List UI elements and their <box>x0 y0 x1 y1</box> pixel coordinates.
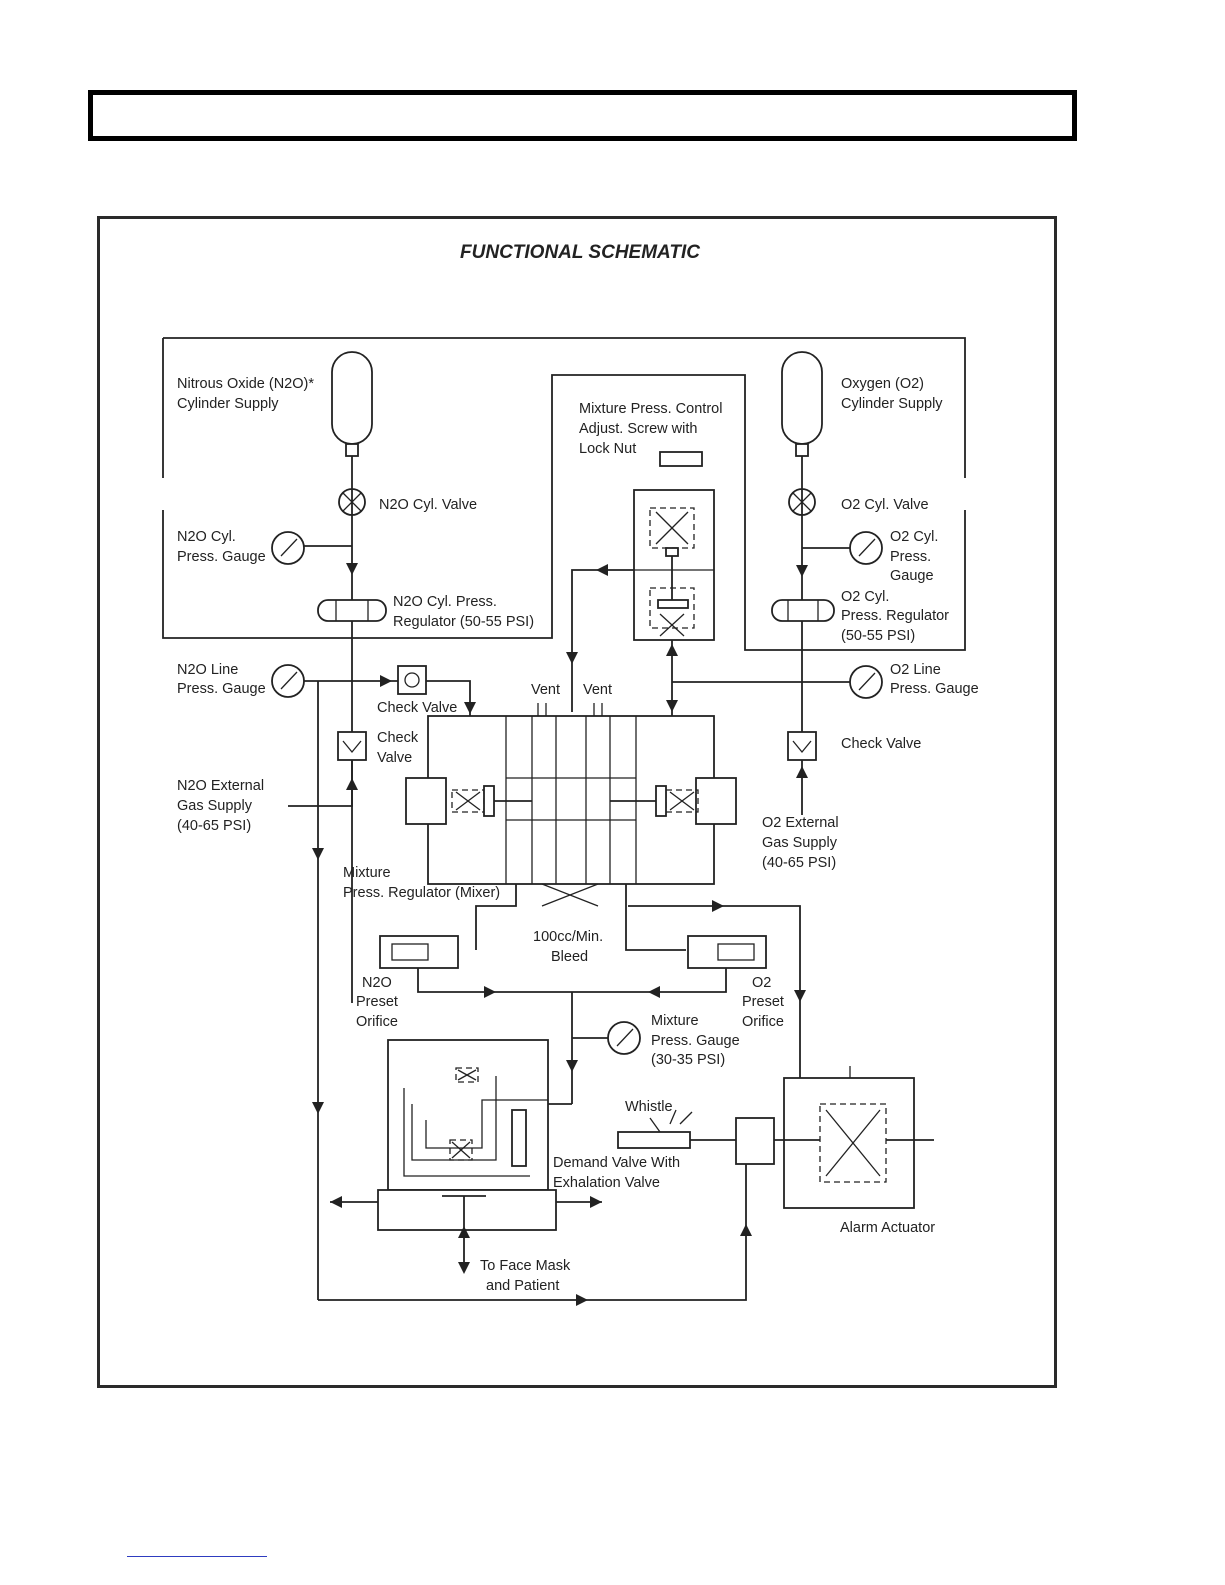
label-demand-valve-2: Exhalation Valve <box>553 1175 660 1191</box>
label-whistle: Whistle <box>625 1099 673 1115</box>
label-vent-right: Vent <box>583 682 612 698</box>
label-n2o-line-gauge-2: Press. Gauge <box>177 681 266 697</box>
label-mixture-gauge: Mixture <box>651 1013 699 1029</box>
n2o-cylinder <box>331 351 373 1003</box>
diagram-labels: Nitrous Oxide (N2O)* Cylinder Supply Oxy… <box>177 376 979 1294</box>
label-o2-regulator-2: Press. Regulator <box>841 608 949 624</box>
label-o2-orifice-3: Orifice <box>742 1014 784 1030</box>
label-mixture-gauge-2: Press. Gauge <box>651 1033 740 1049</box>
label-o2-regulator-3: (50-55 PSI) <box>841 628 915 644</box>
label-alarm-actuator: Alarm Actuator <box>840 1220 935 1236</box>
mixture-control-screw <box>633 451 715 641</box>
n2o-cyl-gauge-icon <box>271 531 305 565</box>
label-mixer-2: Press. Regulator (Mixer) <box>343 885 500 901</box>
label-mixture-control: Mixture Press. Control <box>579 401 722 417</box>
label-o2-cyl-gauge: O2 Cyl. <box>890 529 938 545</box>
label-bleed: 100cc/Min. <box>533 929 603 945</box>
whistle-icon <box>617 1109 693 1149</box>
label-o2-external: O2 External <box>762 815 839 831</box>
label-n2o-cyl-gauge-2: Press. Gauge <box>177 549 266 565</box>
label-mixture-control-2: Adjust. Screw with <box>579 421 697 437</box>
alarm-actuator <box>735 1066 934 1209</box>
label-o2-orifice-2: Preset <box>742 994 784 1010</box>
label-mixer: Mixture <box>343 865 391 881</box>
label-n2o-external-2: Gas Supply <box>177 798 253 814</box>
label-o2-cyl-gauge-2: Press. <box>890 549 931 565</box>
label-check-valve-left-2: Valve <box>377 750 412 766</box>
label-demand-valve: Demand Valve With <box>553 1155 680 1171</box>
label-o2-regulator: O2 Cyl. <box>841 589 889 605</box>
label-n2o-cylinder-supply: Nitrous Oxide (N2O)* <box>177 376 314 392</box>
label-vent-left: Vent <box>531 682 560 698</box>
label-o2-line-gauge-2: Press. Gauge <box>890 681 979 697</box>
o2-regulator-icon <box>771 599 835 622</box>
label-o2-external-2: Gas Supply <box>762 835 838 851</box>
diagram-title: FUNCTIONAL SCHEMATIC <box>460 242 700 263</box>
label-n2o-cyl-gauge: N2O Cyl. <box>177 529 236 545</box>
label-mixture-gauge-3: (30-35 PSI) <box>651 1052 725 1068</box>
label-o2-orifice: O2 <box>752 975 771 991</box>
label-n2o-orifice: N2O <box>362 975 392 991</box>
header-box <box>88 90 1077 141</box>
label-face-mask-2: and Patient <box>486 1278 559 1294</box>
label-n2o-orifice-2: Preset <box>356 994 398 1010</box>
n2o-regulator-icon <box>317 599 387 622</box>
o2-line-gauge-icon <box>849 665 883 699</box>
label-o2-cyl-valve: O2 Cyl. Valve <box>841 497 929 513</box>
demand-valve <box>377 1039 557 1270</box>
cylinder-enclosure <box>161 337 967 651</box>
o2-cyl-gauge-icon <box>849 531 883 565</box>
mixture-gauge-icon <box>607 1021 641 1055</box>
label-o2-external-3: (40-65 PSI) <box>762 855 836 871</box>
label-o2-cyl-gauge-3: Gauge <box>890 568 934 584</box>
label-n2o-external-3: (40-65 PSI) <box>177 818 251 834</box>
check-valve-left-icon <box>337 731 367 761</box>
o2-preset-orifice-icon <box>687 935 767 969</box>
footer-link-underline[interactable] <box>127 1556 267 1557</box>
label-mixture-control-3: Lock Nut <box>579 441 636 457</box>
label-o2-cylinder-supply: Oxygen (O2) <box>841 376 924 392</box>
label-o2-line-gauge: O2 Line <box>890 662 941 678</box>
label-n2o-line-gauge: N2O Line <box>177 662 238 678</box>
n2o-line-gauge-icon <box>271 664 305 698</box>
mixer-block <box>405 703 737 885</box>
check-valve-top-icon <box>397 665 427 695</box>
label-n2o-cyl-valve: N2O Cyl. Valve <box>379 497 477 513</box>
label-face-mask: To Face Mask <box>480 1258 571 1274</box>
label-n2o-cylinder-supply-2: Cylinder Supply <box>177 396 279 412</box>
label-bleed-2: Bleed <box>551 949 588 965</box>
label-check-valve-top: Check Valve <box>377 700 457 716</box>
label-n2o-external: N2O External <box>177 778 264 794</box>
label-n2o-orifice-3: Orifice <box>356 1014 398 1030</box>
label-n2o-regulator: N2O Cyl. Press. <box>393 594 497 610</box>
label-n2o-regulator-2: Regulator (50-55 PSI) <box>393 614 534 630</box>
n2o-preset-orifice-icon <box>379 935 459 969</box>
o2-cylinder <box>781 351 823 735</box>
label-check-valve-left: Check <box>377 730 419 746</box>
label-check-valve-right: Check Valve <box>841 736 921 752</box>
check-valve-right-icon <box>787 731 817 761</box>
label-o2-cylinder-supply-2: Cylinder Supply <box>841 396 943 412</box>
